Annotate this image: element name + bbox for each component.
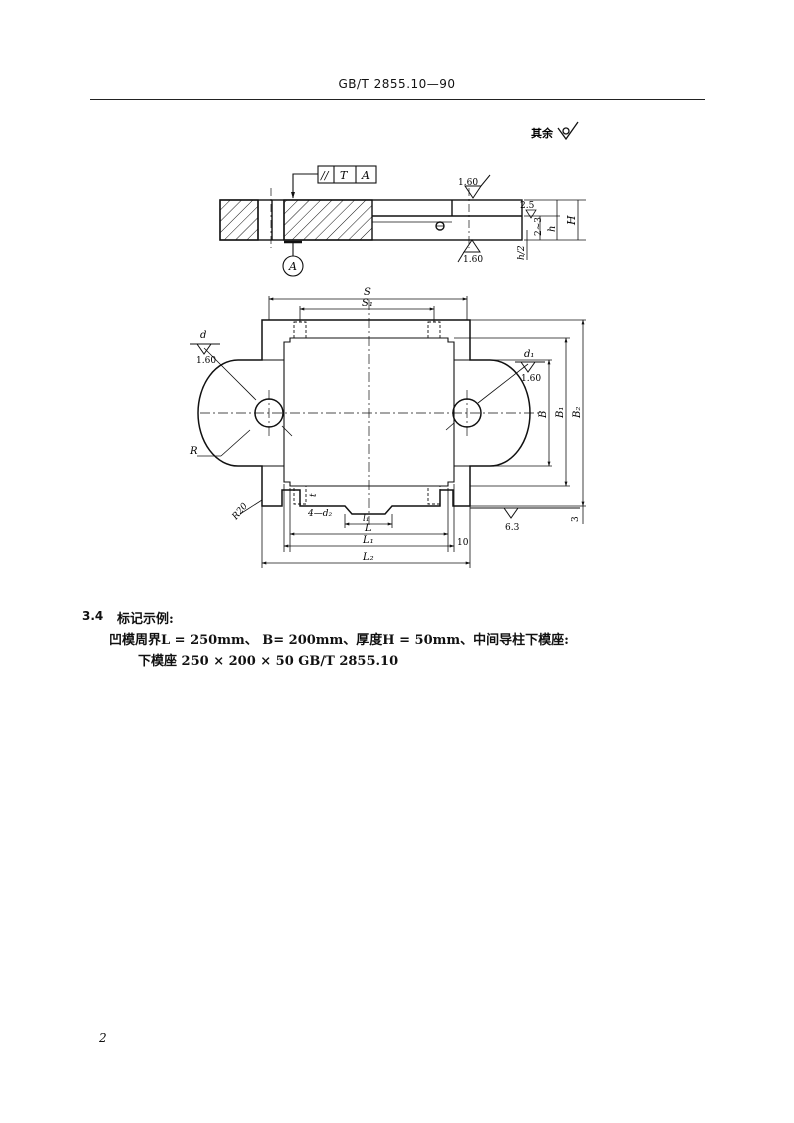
dim-h: h <box>547 226 558 232</box>
roughness-d1-value: 1.60 <box>521 374 541 384</box>
section-title: 标记示例: <box>117 612 174 627</box>
fcf-datum: A <box>361 169 370 182</box>
dim-S1: S₁ <box>362 298 373 309</box>
roughness-bottom-icon <box>457 239 481 263</box>
bolt-holes <box>293 321 441 505</box>
dim-depth-range: 2~3 <box>534 217 544 236</box>
dim-B1: B₁ <box>555 407 566 419</box>
dim-L2: L₂ <box>362 552 374 563</box>
plan-right-dimensions <box>454 319 586 524</box>
plan-view-outline <box>197 319 531 515</box>
dim-B: B <box>538 411 549 419</box>
roughness-symbol-icon <box>557 121 579 141</box>
dim-h-half: h/2 <box>517 245 527 260</box>
side-centerlines <box>270 188 470 248</box>
label-t: t <box>309 493 319 497</box>
roughness-d1-icon <box>515 361 545 373</box>
fcf-parallel-symbol: // <box>320 169 330 182</box>
page-number: 2 <box>99 1031 107 1045</box>
feature-control-frame <box>291 165 377 199</box>
datum-symbol <box>282 240 304 277</box>
plan-centerlines <box>200 300 540 525</box>
roughness-top-icon <box>464 174 491 199</box>
side-view <box>219 199 523 241</box>
plan-bottom-dimensions <box>261 484 471 568</box>
label-d1: d₁ <box>524 349 534 360</box>
dim-B2: B₂ <box>572 407 583 419</box>
label-R20: R20 <box>230 501 250 522</box>
header-rule <box>90 99 705 100</box>
label-R: R <box>189 446 198 457</box>
dim-L: L <box>364 523 372 534</box>
plan-leaders <box>197 347 529 515</box>
example-marking: 下模座 250 × 200 × 50 GB/T 2855.10 <box>138 654 399 669</box>
side-dimensions <box>524 199 586 260</box>
roughness-edge-icon <box>470 507 580 519</box>
fcf-tolerance: T <box>340 169 349 182</box>
dim-three: 3 <box>571 516 581 522</box>
section-number: 3.4 <box>82 609 104 623</box>
dim-ten: 10 <box>457 538 469 548</box>
dim-L1: L₁ <box>362 535 374 546</box>
example-description: 凹模周界L = 250mm、 B= 200mm、厚度H = 50mm、中间导柱下… <box>109 633 569 648</box>
roughness-note-label: 其余 <box>531 126 554 140</box>
dim-l1: l₁ <box>363 514 370 524</box>
datum-label: A <box>288 260 297 273</box>
label-d: d <box>200 330 206 341</box>
roughness-d-icon <box>190 343 220 355</box>
roughness-d-value: 1.60 <box>196 356 216 366</box>
roughness-bottom-value: 1.60 <box>463 255 483 265</box>
engineering-drawing: 其余 // T A A 1 <box>189 121 586 568</box>
dim-S: S <box>364 287 371 298</box>
dim-depth-small: 2.5 <box>520 201 535 211</box>
roughness-top-value: 1.60 <box>458 178 478 188</box>
label-4-d2: 4—d₂ <box>307 509 332 519</box>
standard-header: GB/T 2855.10—90 <box>338 77 456 91</box>
plan-top-dimensions <box>268 296 468 322</box>
dim-H: H <box>565 215 578 226</box>
roughness-edge-value: 6.3 <box>505 523 520 533</box>
